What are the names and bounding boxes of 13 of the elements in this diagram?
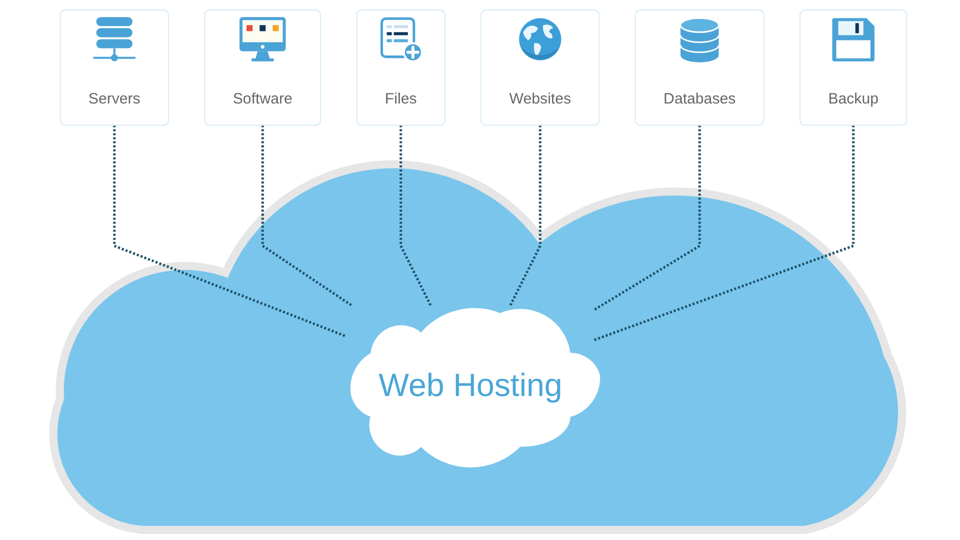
node-box: Databases xyxy=(634,10,764,126)
node-box: Servers xyxy=(60,10,170,126)
connector xyxy=(113,125,348,338)
node-box: Backup xyxy=(800,10,908,126)
node-box: Websites xyxy=(480,10,600,126)
node-box: Software xyxy=(204,10,322,126)
connector xyxy=(594,125,701,311)
node-box: Files xyxy=(356,10,446,126)
connector xyxy=(594,125,855,342)
cluster xyxy=(49,160,906,534)
connector xyxy=(261,125,354,308)
connector xyxy=(508,125,542,307)
connector xyxy=(400,125,432,307)
